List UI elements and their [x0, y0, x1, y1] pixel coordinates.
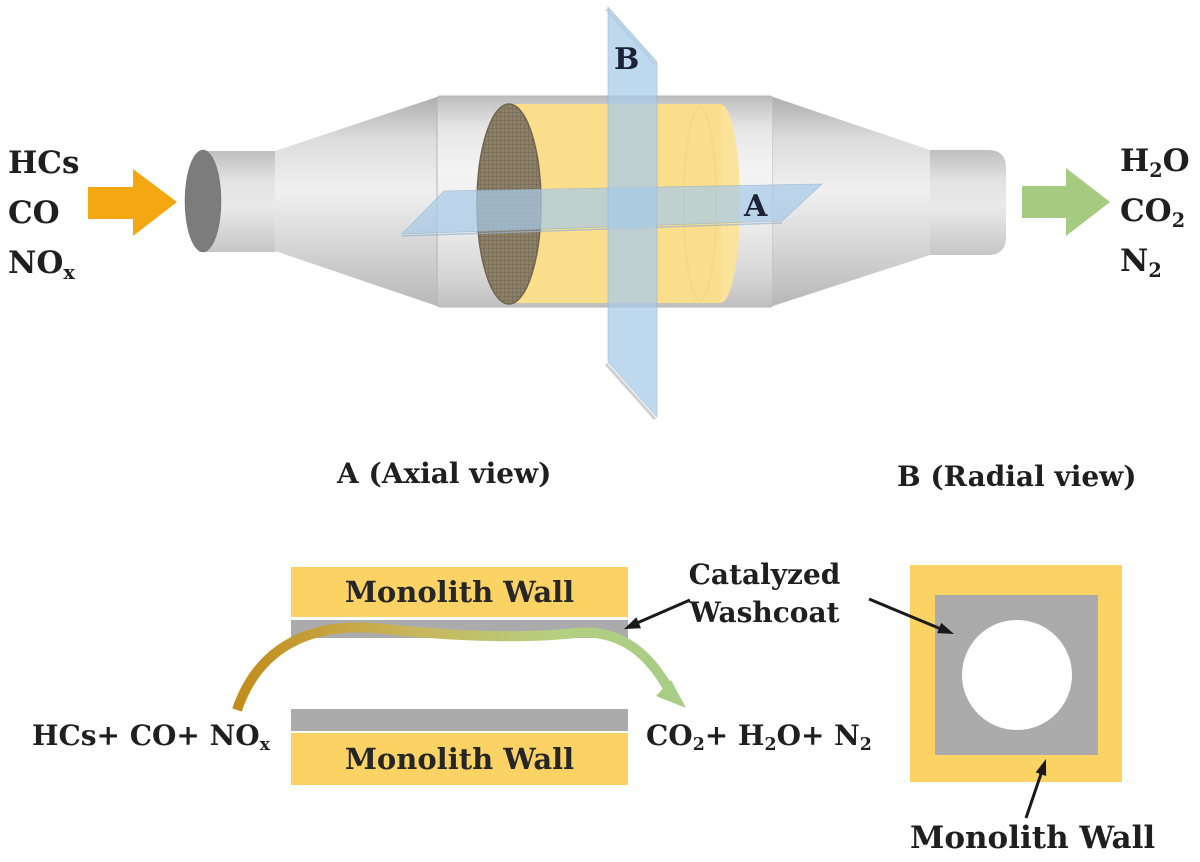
monolith-wall-top-label: Monolith Wall: [344, 575, 575, 609]
monolith-wall-top-bar: Monolith Wall: [291, 567, 628, 617]
pointer-head: [1035, 759, 1047, 776]
caption-axial-view: A (Axial view): [337, 457, 552, 490]
pointer-line: [636, 598, 691, 625]
outlet-cone: [773, 97, 930, 306]
outlet-pipe: [930, 150, 1006, 255]
reaction-arrow-curve: [232, 622, 673, 712]
caption-radial-view: B (Radial view): [897, 460, 1137, 493]
reaction-arrow: [232, 622, 686, 712]
outlet-gas-h2o: H2O: [1120, 143, 1190, 182]
plane-b-bottom-shadow: [604, 363, 657, 420]
monolith-wall-bottom-label: Monolith Wall: [344, 742, 575, 776]
pointer-line: [868, 597, 942, 631]
inlet-gas-nox: NOx: [8, 244, 75, 284]
pointer-head: [937, 622, 954, 634]
plane-b-surface: [607, 6, 658, 418]
monolith-wall-bottom-bar: Monolith Wall: [291, 733, 628, 785]
pointer-line: [1024, 770, 1044, 819]
reactants-label: HCs+ CO+ NOx: [32, 719, 270, 756]
radial-channel-circle: [962, 620, 1072, 730]
inlet-cone: [275, 97, 437, 306]
outlet-flow-arrow: [1022, 168, 1110, 236]
inlet-gas-labels: HCs CO NOx: [8, 143, 79, 292]
outlet-gas-co2: CO2: [1120, 192, 1186, 232]
section-plane-b: [604, 6, 658, 420]
washcoat-pointer-right: [868, 597, 954, 634]
monolith-wall-pointer: [1024, 759, 1047, 819]
plane-b-letter: B: [614, 42, 640, 77]
inlet-gas-co: CO: [8, 194, 60, 231]
pointer-head: [624, 617, 641, 629]
products-label: CO2+ H2O+ N2: [646, 719, 872, 756]
washcoat-pointer-left: [624, 598, 691, 629]
catalyzed-washcoat-label: Catalyzed Washcoat: [688, 558, 841, 629]
outlet-gas-labels: H2O CO2 N2: [1120, 141, 1190, 290]
radial-monolith-wall-label: Monolith Wall: [910, 820, 1156, 856]
outlet-gas-n2: N2: [1120, 242, 1162, 282]
inlet-gas-hcs: HCs: [8, 145, 80, 181]
reaction-arrow-head: [656, 680, 686, 708]
inlet-pipe-end-cap: [184, 149, 222, 253]
plane-a-letter: A: [744, 189, 768, 224]
washcoat-strip-bottom: [291, 709, 628, 731]
inlet-flow-arrow: [88, 169, 177, 236]
plane-a-edge-shadow: [401, 222, 783, 237]
